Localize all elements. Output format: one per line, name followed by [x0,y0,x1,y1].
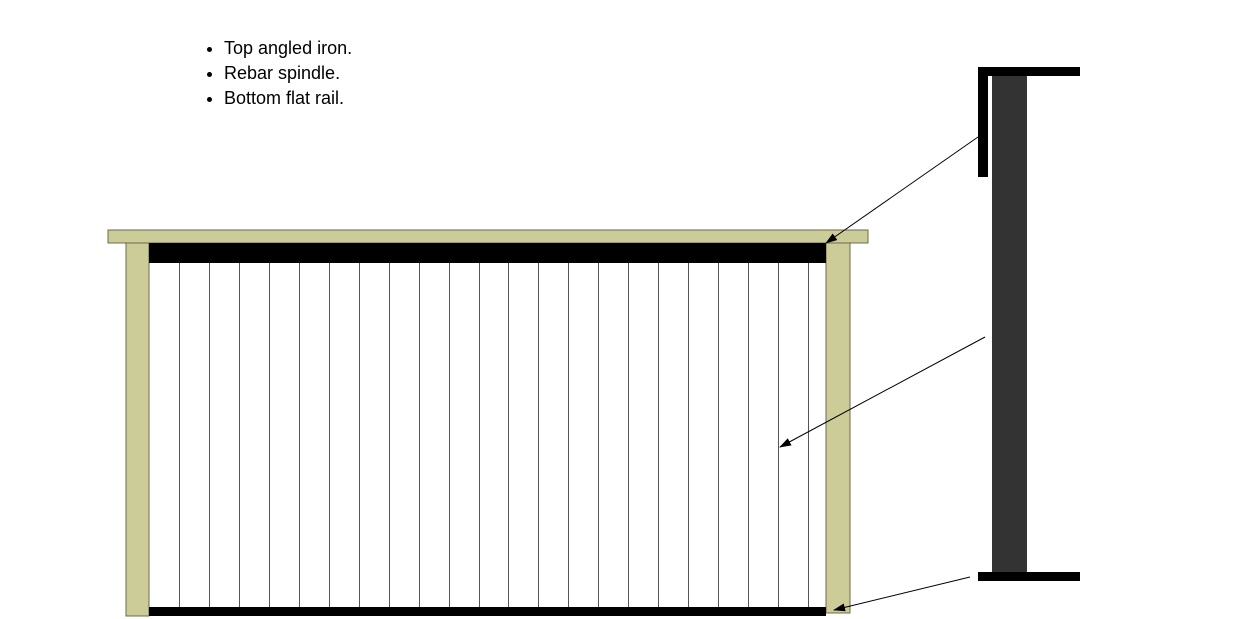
arrow-spindle [779,336,986,448]
arrow-top-iron [825,136,979,244]
left-post [125,242,150,617]
spindle-section [992,76,1027,572]
note-top-angled-iron: Top angled iron. [224,36,352,61]
angled-iron-horizontal [978,67,1080,76]
top-cap-rail [107,229,869,244]
bottom-flat-rail-section [978,572,1080,581]
notes-list: Top angled iron. Rebar spindle. Bottom f… [200,36,352,111]
arrow-bottom-rail [833,576,971,612]
bottom-flat-rail-front [149,607,826,616]
spindles [179,263,809,607]
top-angled-iron-front [149,243,826,263]
right-post [825,242,851,614]
note-rebar-spindle: Rebar spindle. [224,61,352,86]
angled-iron-vertical [978,67,988,177]
note-bottom-flat-rail: Bottom flat rail. [224,86,352,111]
